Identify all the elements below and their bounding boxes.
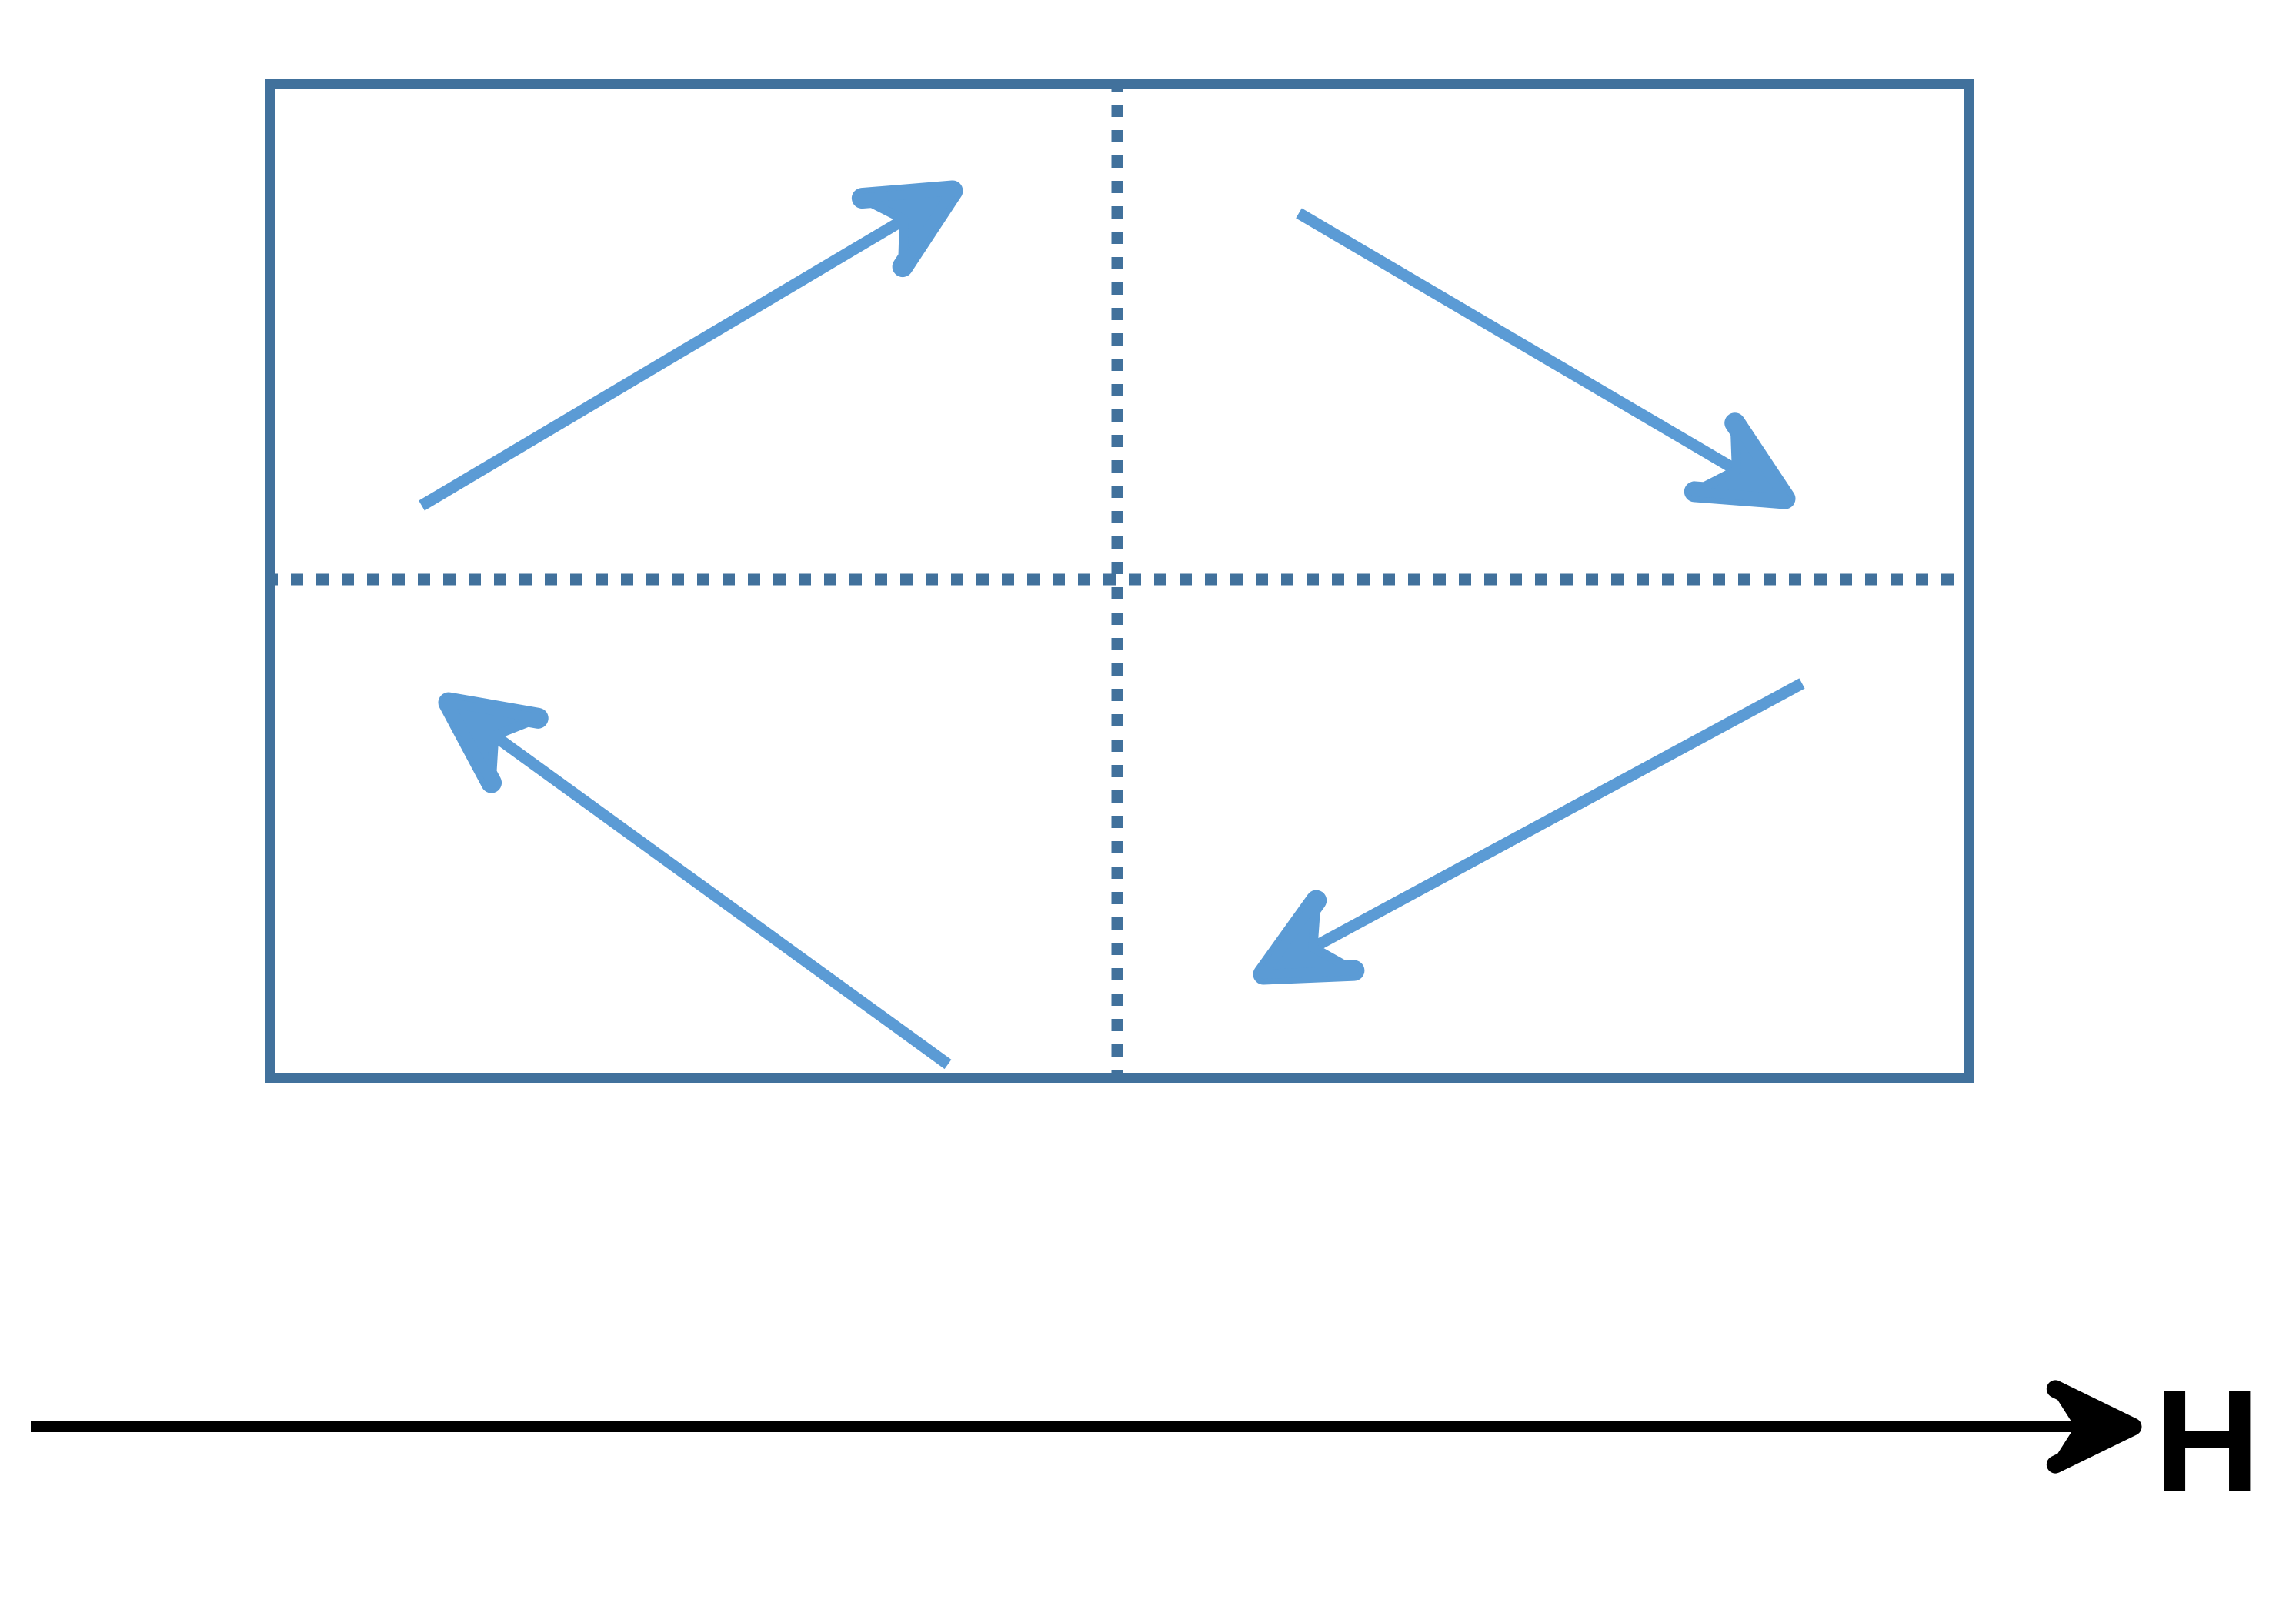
arrow-bottom-left-quadrant [438,692,952,1070]
arrow-top-right-quadrant [1296,208,1796,509]
h-axis-arrow [31,1380,2142,1474]
h-axis-label: H [2154,1360,2261,1523]
arrow-bottom-right-quadrant [1253,678,1805,985]
arrow-top-left-quadrant [419,180,963,511]
